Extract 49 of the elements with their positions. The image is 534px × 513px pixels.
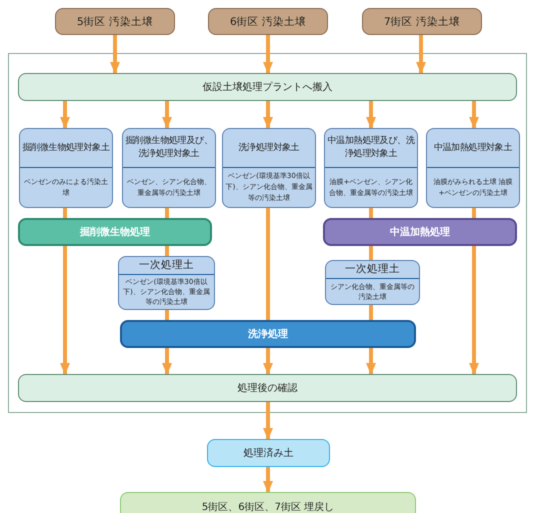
category-box [222, 128, 316, 208]
arrow [469, 101, 479, 129]
process-bar: 中温加熱処理 [323, 218, 517, 246]
category-box [122, 128, 216, 208]
arrow [162, 101, 172, 129]
connector-line [369, 246, 373, 260]
intermediate-soil-box [325, 260, 420, 305]
connector-line [63, 208, 67, 218]
box-heading: 一次処理土 [139, 259, 194, 272]
arrow [366, 348, 376, 375]
district-box: 5街区 汚染土壌 [55, 8, 175, 35]
category-box [19, 128, 113, 208]
process-bar: 掘削微生物処理 [18, 218, 212, 246]
connector-line [369, 208, 373, 218]
connector-line [472, 208, 476, 218]
arrow [263, 101, 273, 129]
connector-line [369, 305, 373, 320]
category-box [426, 128, 520, 208]
connector-line [165, 208, 169, 218]
box-heading: 一次処理土 [345, 263, 400, 276]
arrow [60, 101, 70, 129]
box-heading: 掘削微生物処理対象土 [22, 142, 110, 154]
arrow [263, 35, 273, 74]
box-heading: 中温加熱処理及び、洗浄処理対象土 [326, 135, 416, 161]
result-box: 処理済み土 [207, 439, 330, 467]
intermediate-soil-box [118, 256, 215, 310]
district-box: 7街区 汚染土壌 [362, 8, 482, 35]
arrow [162, 348, 172, 375]
arrow [416, 35, 426, 74]
category-box [324, 128, 418, 208]
arrow [366, 101, 376, 129]
arrow [263, 402, 273, 440]
arrow [469, 246, 479, 375]
connector-line [165, 246, 169, 256]
district-box: 6街区 汚染土壌 [208, 8, 328, 35]
connector-line [165, 310, 169, 320]
process-bar: 洗浄処理 [120, 320, 416, 348]
arrow [60, 246, 70, 375]
box-heading: 中温加熱処理対象土 [434, 142, 512, 154]
connector-line [266, 208, 270, 320]
backfill-box: 5街区、6街区、7街区 埋戻し [120, 492, 416, 513]
arrow [110, 35, 120, 74]
arrow [263, 467, 273, 493]
box-heading: 洗浄処理対象土 [238, 142, 300, 154]
process-box: 仮設土壌処理プラントへ搬入 [18, 73, 517, 101]
box-heading: 掘削微生物処理及び、洗浄処理対象土 [124, 135, 214, 161]
plant-frame [8, 53, 527, 413]
arrow [263, 348, 273, 375]
process-box: 処理後の確認 [18, 374, 517, 402]
